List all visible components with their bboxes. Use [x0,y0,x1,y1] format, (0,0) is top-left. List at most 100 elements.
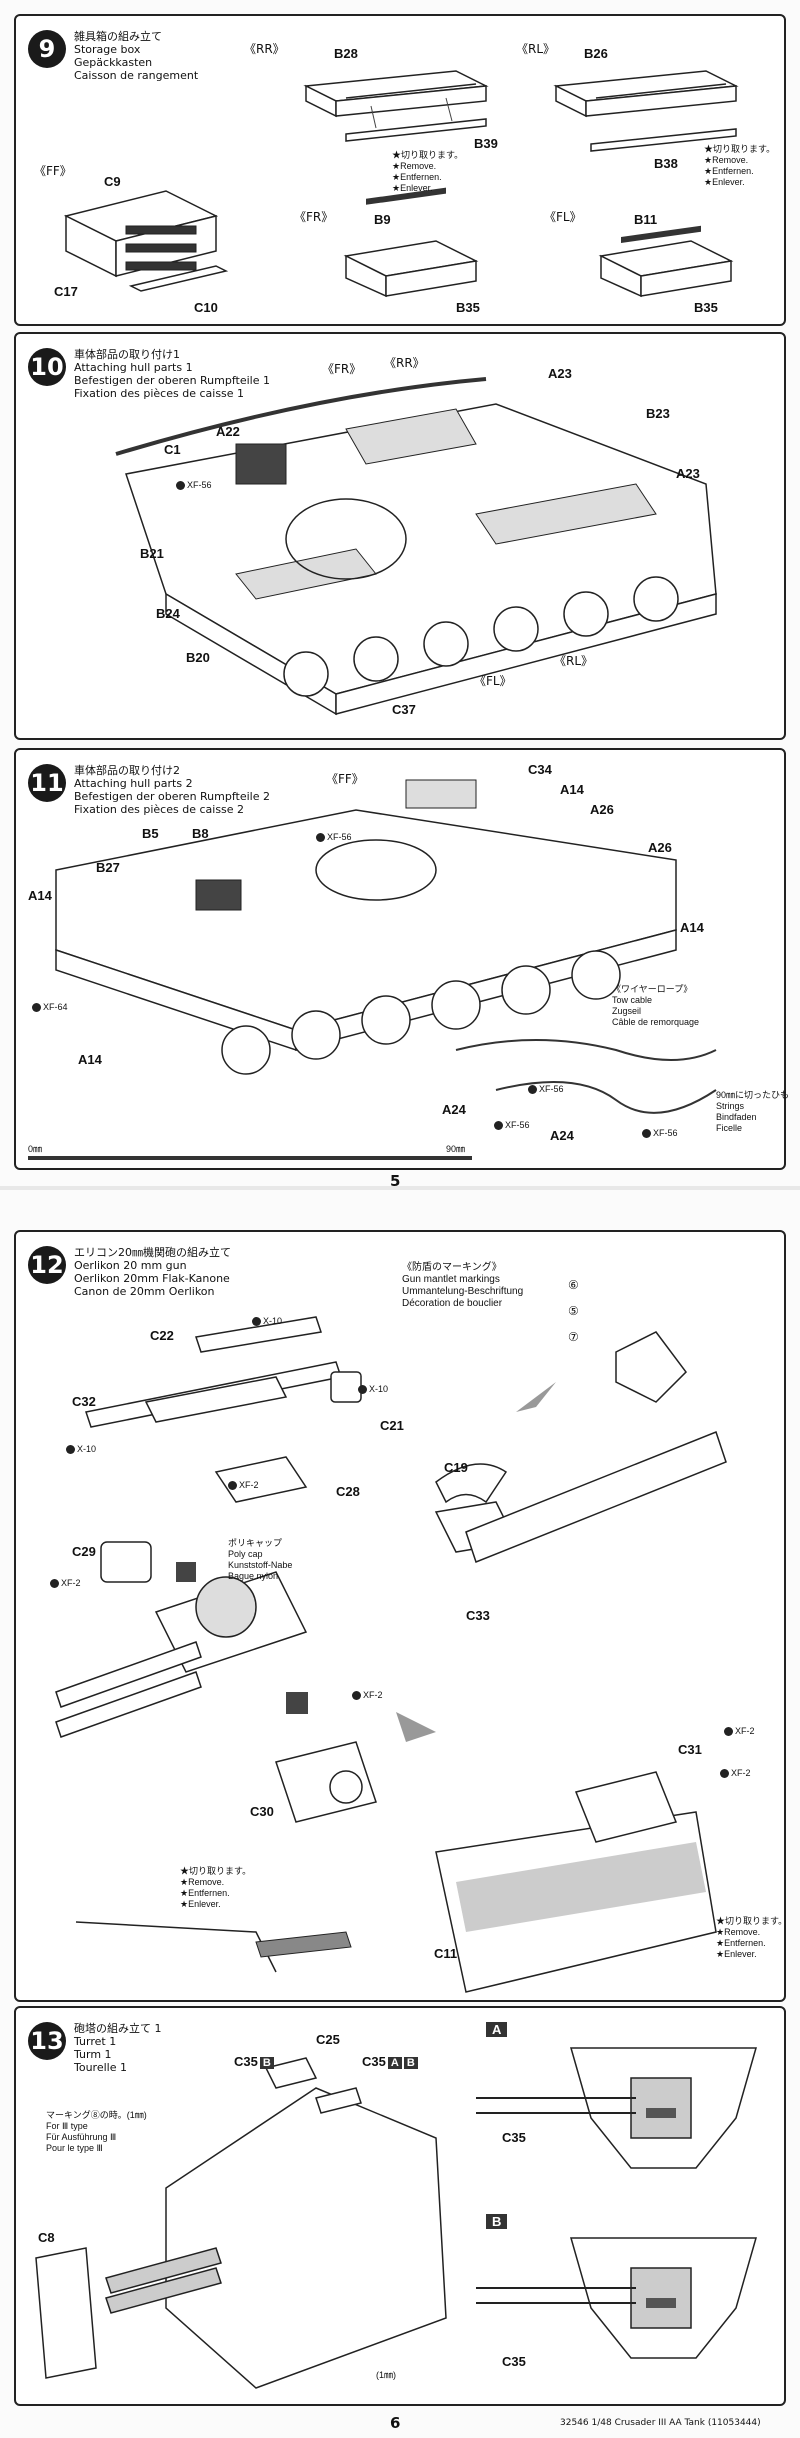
ruler-start: 0㎜ [28,1144,43,1154]
part-c33: C33 [466,1608,490,1623]
part-c35-c: C35 [502,2354,526,2369]
part-a23-right: A23 [676,466,700,481]
paint-xf2-5: XF-2 [720,1768,751,1779]
part-b26: B26 [584,46,608,61]
part-a23-top: A23 [548,366,572,381]
hull-parts-1-diagram [115,377,717,716]
step-title: 車体部品の取り付け2 Attaching hull parts 2 Befest… [74,764,270,816]
part-b9: B9 [374,212,391,227]
view-rl: 《RL》 [554,654,594,668]
step-title: 車体部品の取り付け1 Attaching hull parts 1 Befest… [74,348,270,400]
part-a26-right: A26 [648,840,672,855]
paint-xf2-4: XF-2 [724,1726,755,1737]
part-c37: C37 [392,702,416,717]
marking-5: ⑤ [568,1304,579,1318]
marking-6: ⑥ [568,1278,579,1292]
part-c10: C10 [194,300,218,315]
paint-xf2-1: XF-2 [228,1480,259,1491]
part-c17: C17 [54,284,78,299]
part-c31: C31 [678,1742,702,1757]
paint-x10-3: X-10 [66,1444,96,1455]
step-number: 9 [28,30,66,68]
step-11-panel: 11 車体部品の取り付け2 Attaching hull parts 2 Bef… [14,748,790,1170]
paint-xf56-cable-1: XF-56 [528,1084,564,1095]
paint-xf2-3: XF-2 [352,1690,383,1701]
part-b39: B39 [474,136,498,151]
strings-label: 90㎜に切ったひも Strings Bindfaden Ficelle [716,1090,790,1133]
paint-dot-icon [642,1129,651,1139]
part-b35-fr: B35 [456,300,480,315]
variant-a-badge: A [486,2022,508,2037]
polycap-label: ポリキャップ Poly cap Kunststoff-Nabe Bague ny… [228,1538,293,1581]
marking-7: ⑦ [568,1330,579,1344]
variant-b-badge: B [486,2214,508,2229]
paint-xf56: XF-56 [176,480,212,491]
part-b20: B20 [186,650,210,665]
paint-dot-icon [252,1317,261,1327]
one-mm-note: (1㎜) [376,2370,396,2380]
part-c30: C30 [250,1804,274,1819]
turret-diagram [35,2047,757,2389]
part-c8: C8 [38,2230,55,2245]
view-ff: 《FF》 [326,772,364,786]
part-b27: B27 [96,860,120,875]
view-fr: 《FR》 [294,210,334,224]
part-c11: C11 [434,1946,458,1961]
page-5: 9 雑具箱の組み立て Storage box Gepäckkasten Cais… [0,0,800,1190]
ruler-end: 90㎜ [446,1144,466,1154]
paint-dot-icon [352,1691,361,1701]
part-c21: C21 [380,1418,404,1433]
part-a24-right: A24 [550,1128,574,1143]
part-c9: C9 [104,174,121,189]
paint-xf56-cable-3: XF-56 [642,1128,678,1139]
part-c19: C19 [444,1460,468,1475]
storage-box-diagram [63,70,739,298]
hull-parts-2-diagram [55,779,717,1114]
part-b8: B8 [192,826,209,841]
step-number: 13 [28,2022,66,2060]
paint-dot-icon [528,1085,537,1095]
step-number: 11 [28,764,66,802]
paint-dot-icon [228,1481,237,1491]
remove-note-rl: ★切り取ります。 ★Remove. ★Entfernen. ★Enlever. [704,144,776,187]
step-number: 10 [28,348,66,386]
step-12-panel: 12 エリコン20㎜機関砲の組み立て Oerlikon 20 mm gun Oe… [14,1230,788,2002]
part-b28: B28 [334,46,358,61]
paint-dot-icon [720,1769,729,1779]
paint-dot-icon [176,481,185,491]
part-b5: B5 [142,826,159,841]
paint-x10-1: X-10 [252,1316,282,1327]
step-10-panel: 10 車体部品の取り付け1 Attaching hull parts 1 Bef… [14,332,786,740]
paint-dot-icon [32,1003,41,1013]
view-fl: 《FL》 [544,210,582,224]
part-a26-top: A26 [590,802,614,817]
page-number: 6 [390,2414,401,2432]
step-title: 砲塔の組み立て 1 Turret 1 Turm 1 Tourelle 1 [74,2022,162,2074]
remove-note-left: ★切り取ります。 ★Remove. ★Entfernen. ★Enlever. [180,1866,252,1909]
paint-dot-icon [66,1445,75,1455]
oerlikon-gun-diagram [55,1316,727,1993]
part-a14-top: A14 [560,782,584,797]
step-9-panel: 9 雑具箱の組み立て Storage box Gepäckkasten Cais… [14,14,786,326]
view-ff: 《FF》 [34,164,72,178]
part-c34: C34 [528,762,552,777]
mantlet-markings-label: 《防盾のマーキング》 Gun mantlet markings Ummantel… [402,1262,524,1309]
paint-xf56-top: XF-56 [316,832,352,843]
step-title: エリコン20㎜機関砲の組み立て Oerlikon 20 mm gun Oerli… [74,1246,231,1298]
cable-length-ruler [28,1156,472,1160]
page-number: 5 [390,1172,401,1190]
part-a22: A22 [216,424,240,439]
part-b11: B11 [634,212,658,227]
part-b35-fl: B35 [694,300,718,315]
page-divider [0,1186,800,1192]
part-c1: C1 [164,442,181,457]
paint-dot-icon [358,1385,367,1395]
step-number: 12 [28,1246,66,1284]
part-c29: C29 [72,1544,96,1559]
view-rr: 《RR》 [384,356,425,370]
remove-note-right: ★切り取ります。 ★Remove. ★Entfernen. ★Enlever. [716,1916,788,1959]
paint-xf2-2: XF-2 [50,1578,81,1589]
view-fr: 《FR》 [322,362,362,376]
